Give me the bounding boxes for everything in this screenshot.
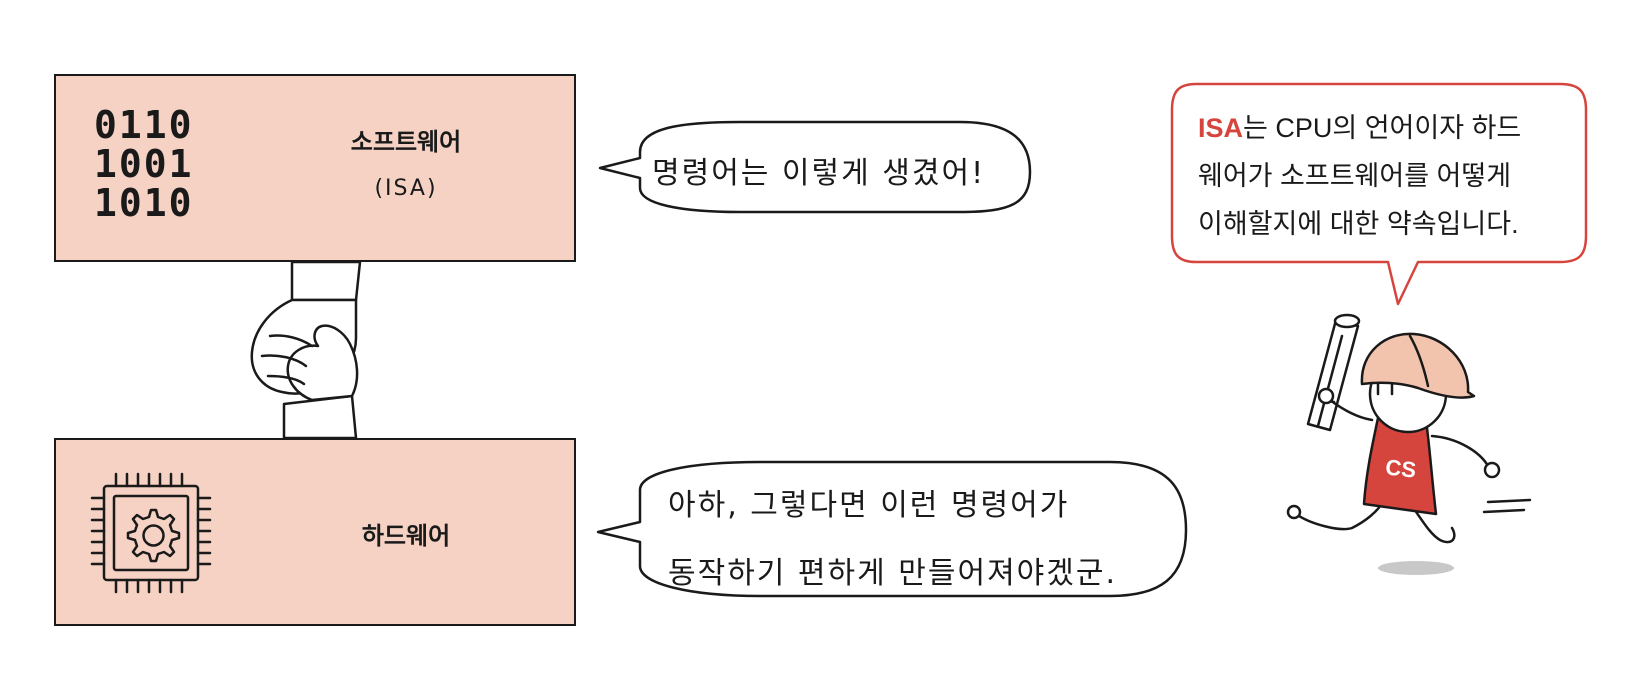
speech-bubble-bottom-line2: 동작하기 편하게 만들어져야겠군. [668, 556, 1118, 591]
callout-line1: ISA는 CPU의 언어이자 하드 [1198, 104, 1578, 152]
handshake-icon [250, 260, 362, 440]
speech-bubble-bottom [596, 460, 1188, 598]
hardware-title: 하드웨어 [361, 522, 451, 550]
software-title: 소프트웨어 [350, 128, 462, 156]
gear-icon [126, 508, 181, 563]
callout-bubble [1170, 82, 1588, 306]
callout-line3: 이해할지에 대한 약속입니다. [1198, 209, 1519, 239]
binary-line: 1001 [94, 142, 194, 186]
speech-bubble-top-text: 명령어는 이렇게 생겼어! [652, 156, 986, 191]
callout-text: ISA는 CPU의 언어이자 하드 웨어가 소프트웨어를 어떻게 이해할지에 대… [1198, 104, 1578, 248]
software-box: 0110 1001 1010 소프트웨어 (ISA) [54, 74, 576, 262]
callout-line1-rest: 는 CPU의 언어이자 하드 [1243, 113, 1522, 143]
hardware-box: 하드웨어 [54, 438, 576, 626]
callout-line2: 웨어가 소프트웨어를 어떻게 [1198, 161, 1512, 191]
cpu-chip-icon [90, 472, 212, 594]
binary-code-icon: 0110 1001 1010 [94, 106, 194, 223]
callout-highlight: ISA [1198, 113, 1244, 143]
scroll-icon [1306, 313, 1361, 432]
software-subtitle: (ISA) [374, 176, 438, 201]
mascot-character [1286, 313, 1532, 575]
speech-bubble-bottom-line1: 아하, 그렇다면 이런 명령어가 [668, 488, 1070, 523]
binary-line: 0110 [94, 103, 194, 147]
binary-line: 1010 [94, 181, 194, 225]
speech-bubble-top [598, 120, 1032, 214]
